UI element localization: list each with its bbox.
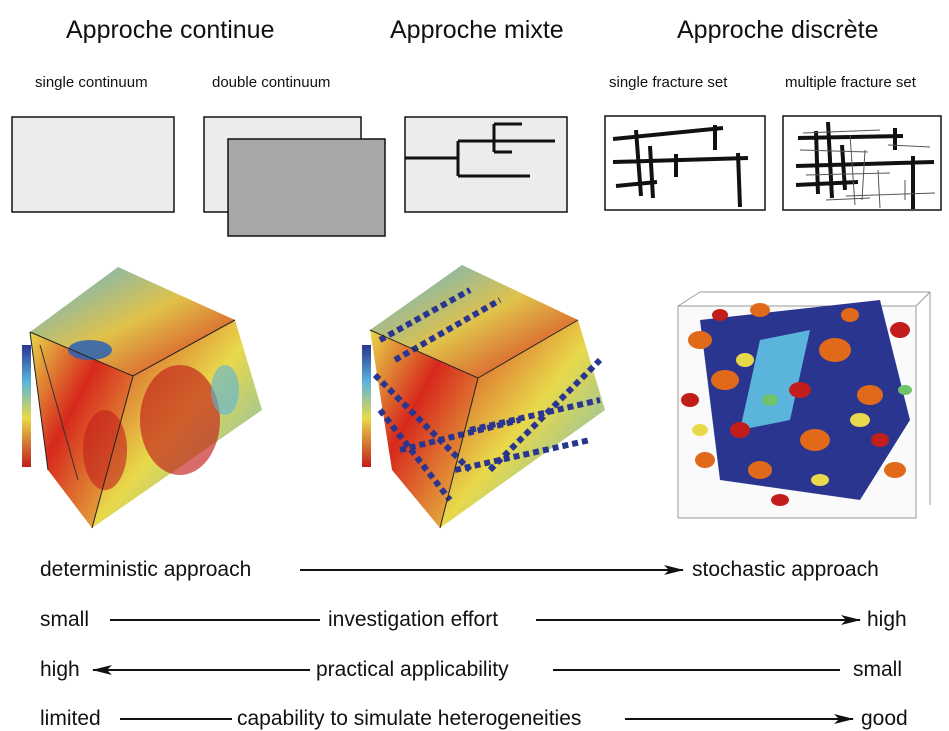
- label-applicability-small: small: [853, 658, 903, 681]
- label-deterministic-approach: deterministic approach: [40, 558, 252, 581]
- label-heterogeneity-limited: limited: [40, 707, 101, 730]
- label-multiple-fracture-set: multiple fracture set: [785, 74, 916, 91]
- discrete-fracture-network-cube: [677, 291, 931, 519]
- label-capability-heterogeneities: capability to simulate heterogeneities: [237, 707, 582, 730]
- mixed-heatmap-cube: [362, 265, 605, 529]
- label-practical-applicability: practical applicability: [316, 658, 509, 681]
- label-investigation-effort: investigation effort: [328, 608, 499, 631]
- multiple-fracture-set-box: [782, 115, 942, 211]
- heading-continuous-approach: Approche continue: [66, 16, 275, 44]
- double-continuum-boxes: [203, 116, 386, 237]
- continuous-heatmap-cube: [22, 267, 262, 529]
- single-fracture-set-box: [604, 115, 766, 211]
- label-effort-high: high: [867, 608, 907, 631]
- label-single-continuum: single continuum: [35, 74, 148, 91]
- heading-mixed-approach: Approche mixte: [390, 16, 564, 44]
- mixed-approach-box: [404, 116, 568, 213]
- single-continuum-box: [11, 116, 175, 213]
- label-double-continuum: double continuum: [212, 74, 331, 91]
- label-applicability-high: high: [40, 658, 80, 681]
- label-heterogeneity-good: good: [861, 707, 908, 730]
- heading-discrete-approach: Approche discrète: [677, 16, 879, 44]
- label-single-fracture-set: single fracture set: [609, 74, 728, 91]
- label-stochastic-approach: stochastic approach: [692, 558, 879, 581]
- label-effort-small: small: [40, 608, 90, 631]
